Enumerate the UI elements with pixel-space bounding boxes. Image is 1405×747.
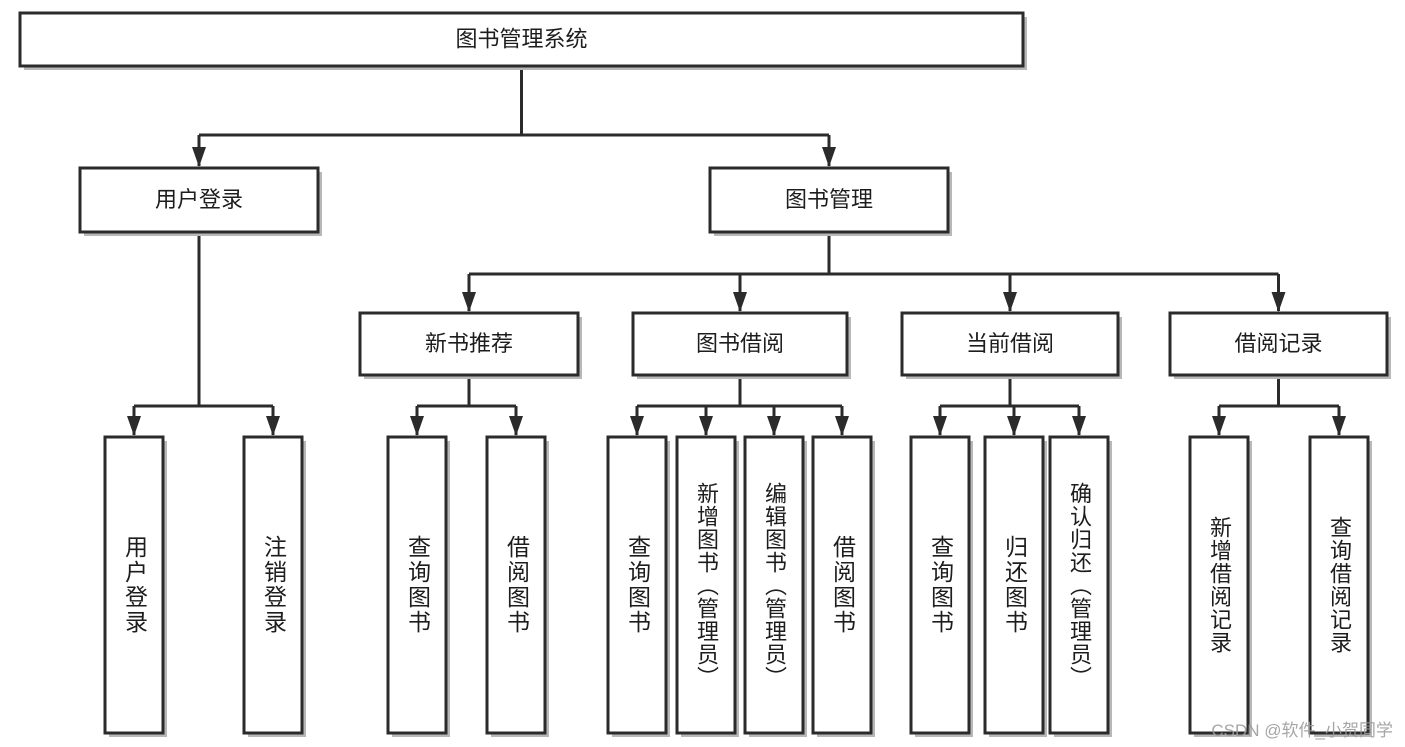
node-level2-0[interactable]: [78, 166, 320, 234]
node-level3-2[interactable]: [900, 311, 1120, 377]
arrowhead-level3-0: [462, 292, 476, 312]
node-level3-0[interactable]: [358, 311, 580, 377]
arrowhead-leaf-6: [767, 416, 781, 436]
arrowhead-leaf-2: [410, 416, 424, 436]
watermark-text: CSDN @软件_小贺同学: [1211, 721, 1393, 740]
arrowhead-leaf-4: [630, 416, 644, 436]
arrowhead-leaf-0: [127, 416, 141, 436]
node-level3-1-label: 图书借阅: [696, 331, 784, 356]
node-level3-2-label: 当前借阅: [966, 331, 1054, 356]
node-leaf-7[interactable]: [811, 435, 873, 735]
node-level2-1[interactable]: [708, 166, 950, 234]
node-level2-1-label: 图书管理: [785, 187, 873, 212]
arrowhead-leaf-10: [1072, 416, 1086, 436]
node-level3-3[interactable]: [1168, 311, 1389, 377]
arrowhead-leaf-11: [1212, 416, 1226, 436]
arrowhead-leaf-9: [1007, 416, 1021, 436]
arrowhead-leaf-5: [699, 416, 713, 436]
arrowhead-leaf-3: [509, 416, 523, 436]
node-leaf-3[interactable]: [485, 435, 547, 735]
arrowhead-level3-3: [1271, 292, 1286, 312]
arrowhead-leaf-7: [835, 416, 849, 436]
node-level2-0-label: 用户登录: [155, 187, 243, 212]
node-level3-1[interactable]: [631, 311, 849, 377]
node-leaf-10[interactable]: [1048, 435, 1110, 735]
node-root-label: 图书管理系统: [455, 26, 587, 51]
node-level3-0-label: 新书推荐: [425, 331, 513, 356]
arrowhead-leaf-8: [933, 416, 947, 436]
node-leaf-5[interactable]: [675, 435, 737, 735]
node-leaf-11[interactable]: [1188, 435, 1250, 735]
arrowhead-level2-0: [192, 147, 206, 167]
node-leaf-0[interactable]: [103, 435, 165, 735]
node-leaf-9[interactable]: [983, 435, 1045, 735]
node-leaf-6[interactable]: [743, 435, 805, 735]
node-leaf-12[interactable]: [1308, 435, 1370, 735]
node-leaf-1[interactable]: [242, 435, 304, 735]
arrowhead-leaf-1: [266, 416, 280, 436]
arrowhead-level2-1: [822, 147, 836, 167]
connector-layer: [127, 66, 1346, 436]
node-level3-3-label: 借阅记录: [1234, 331, 1322, 356]
node-root[interactable]: [18, 11, 1025, 68]
node-leaf-4[interactable]: [606, 435, 668, 735]
node-leaf-8[interactable]: [909, 435, 971, 735]
arrowhead-level3-2: [1003, 292, 1017, 312]
arrowhead-level3-1: [733, 292, 747, 312]
arrowhead-leaf-12: [1332, 416, 1346, 436]
node-leaf-2[interactable]: [386, 435, 448, 735]
